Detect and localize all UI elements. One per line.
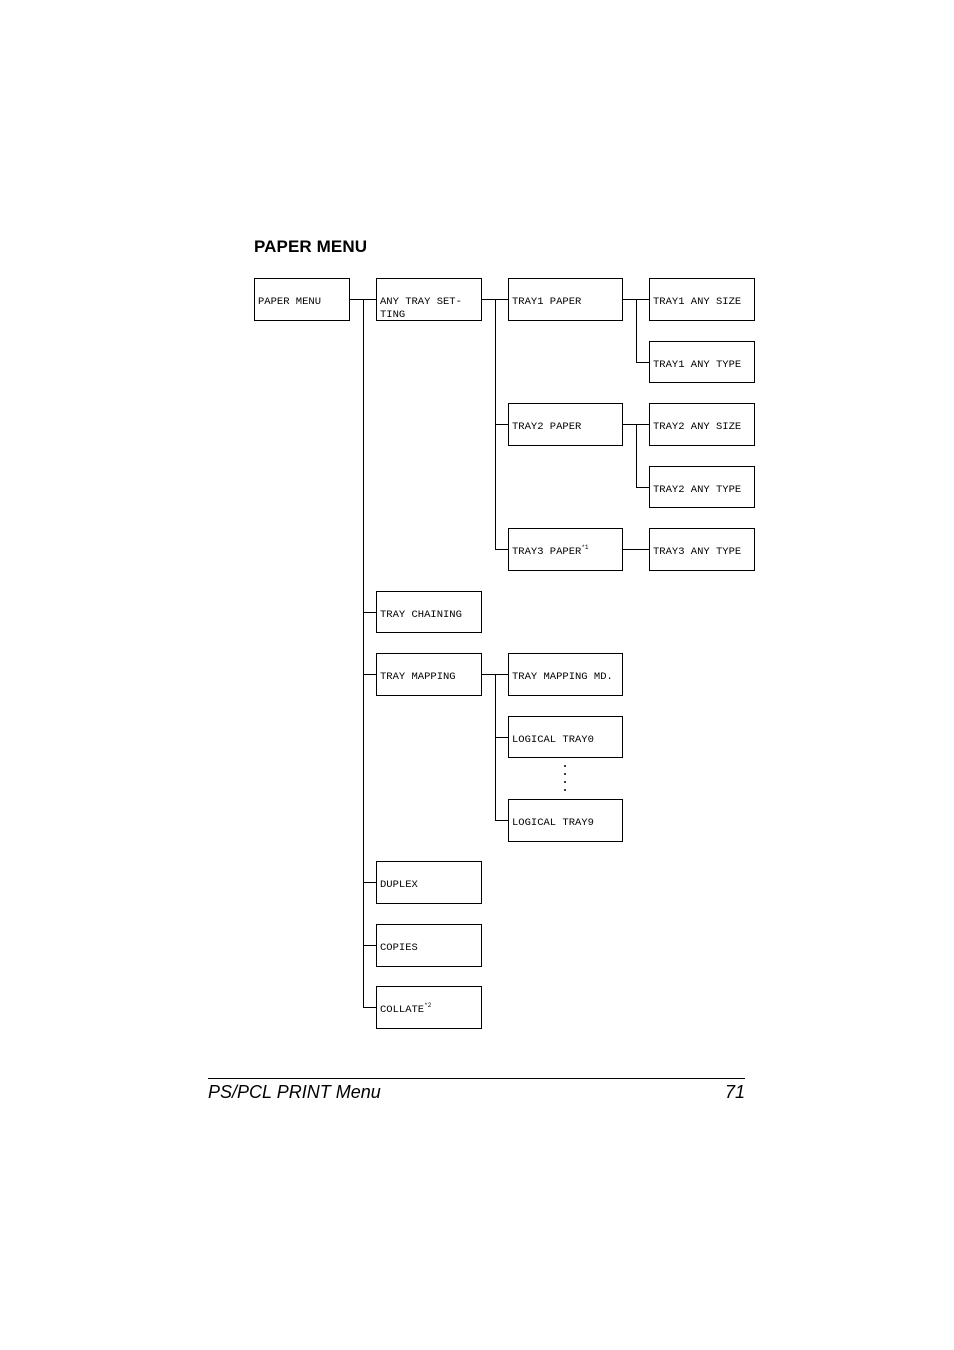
menu-box-tray-mapping: TRAY MAPPING xyxy=(376,653,482,696)
connector-line xyxy=(363,299,364,1008)
footer-page-number: 71 xyxy=(724,1082,745,1102)
menu-label: LOGICAL TRAY0 xyxy=(512,734,594,746)
menu-label: TRAY MAPPING xyxy=(380,671,456,683)
menu-box-tray1-any-type: TRAY1 ANY TYPE xyxy=(649,341,755,383)
menu-box-paper-menu: PAPER MENU xyxy=(254,278,350,321)
ellipsis-dot xyxy=(564,781,566,783)
menu-box-tray2-paper: TRAY2 PAPER xyxy=(508,403,623,446)
menu-label: TRAY2 ANY TYPE xyxy=(653,484,742,496)
menu-box-tray2-any-type: TRAY2 ANY TYPE xyxy=(649,466,755,508)
connector-line xyxy=(636,299,637,362)
menu-box-any-tray-setting: ANY TRAY SET- TING xyxy=(376,278,482,321)
menu-box-logical-tray0: LOGICAL TRAY0 xyxy=(508,716,623,758)
connector-line xyxy=(636,487,649,488)
connector-line xyxy=(363,945,376,946)
section-heading: PAPER MENU xyxy=(254,237,368,256)
menu-box-copies: COPIES xyxy=(376,924,482,967)
connector-line xyxy=(495,674,496,820)
menu-box-duplex: DUPLEX xyxy=(376,861,482,904)
menu-label: TRAY1 PAPER xyxy=(512,296,582,308)
menu-label: TRAY3 ANY TYPE xyxy=(653,546,742,558)
ellipsis-dot xyxy=(564,773,566,775)
footnote-marker: *2 xyxy=(424,1002,432,1009)
footer-section-title: PS/PCL PRINT Menu xyxy=(208,1082,381,1102)
connector-line xyxy=(363,674,376,675)
menu-label: TRAY3 PAPER xyxy=(512,546,582,558)
menu-box-tray2-any-size: TRAY2 ANY SIZE xyxy=(649,403,755,446)
menu-label: DUPLEX xyxy=(380,879,418,891)
connector-line xyxy=(495,549,508,550)
footer-rule xyxy=(208,1078,745,1079)
menu-label: TRAY CHAINING xyxy=(380,609,462,621)
connector-line xyxy=(623,549,649,550)
ellipsis-dot xyxy=(564,765,566,767)
menu-label: PAPER MENU xyxy=(258,296,322,308)
menu-label: LOGICAL TRAY9 xyxy=(512,817,594,829)
connector-line xyxy=(495,820,508,821)
menu-label: TRAY2 PAPER xyxy=(512,421,582,433)
menu-label: ANY TRAY SET- TING xyxy=(380,296,462,321)
connector-line xyxy=(363,882,376,883)
connector-line xyxy=(495,424,508,425)
menu-box-tray3-any-type: TRAY3 ANY TYPE xyxy=(649,528,755,571)
menu-box-tray1-any-size: TRAY1 ANY SIZE xyxy=(649,278,755,321)
menu-label: COLLATE xyxy=(380,1004,425,1016)
menu-box-tray-chaining: TRAY CHAINING xyxy=(376,591,482,633)
connector-line xyxy=(636,362,649,363)
connector-line xyxy=(636,424,637,487)
menu-box-tray1-paper: TRAY1 PAPER xyxy=(508,278,623,321)
connector-line xyxy=(363,1007,376,1008)
connector-line xyxy=(363,612,376,613)
menu-label: COPIES xyxy=(380,942,418,954)
connector-line xyxy=(495,737,508,738)
menu-label: TRAY1 ANY SIZE xyxy=(653,296,742,308)
menu-label: TRAY2 ANY SIZE xyxy=(653,421,742,433)
menu-box-collate: COLLATE*2 xyxy=(376,986,482,1029)
menu-box-tray3-paper: TRAY3 PAPER*1 xyxy=(508,528,623,571)
menu-label: TRAY1 ANY TYPE xyxy=(653,359,742,371)
footnote-marker: *1 xyxy=(581,544,589,551)
menu-box-logical-tray9: LOGICAL TRAY9 xyxy=(508,799,623,842)
menu-box-tray-mapping-md: TRAY MAPPING MD. xyxy=(508,653,623,696)
ellipsis-dot xyxy=(564,789,566,791)
menu-label: TRAY MAPPING MD. xyxy=(512,671,613,683)
